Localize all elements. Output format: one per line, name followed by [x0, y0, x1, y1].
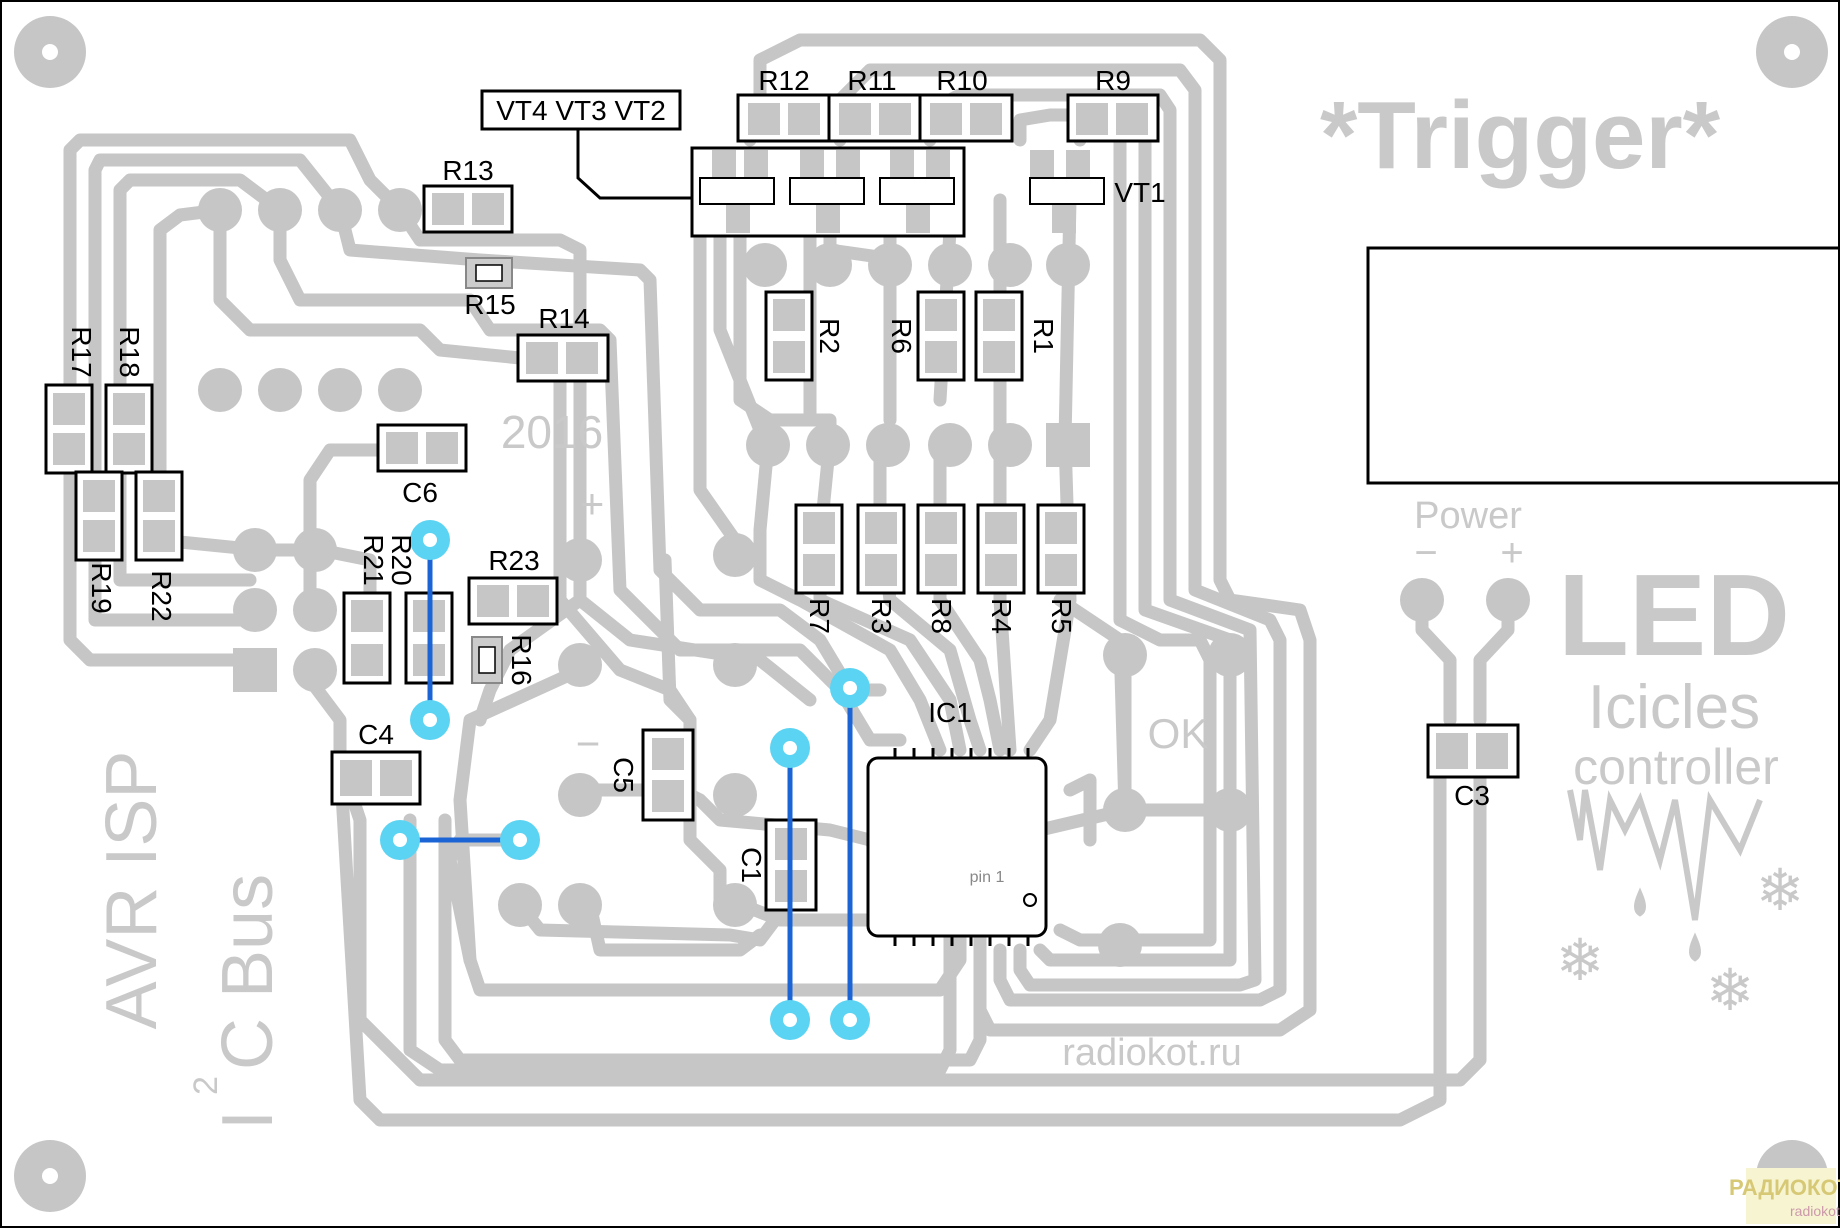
label-c4: C4	[358, 719, 394, 750]
snowflake-icons: ❄ ❄ ❄	[1556, 858, 1805, 1023]
label-vt1: VT1	[1114, 177, 1165, 208]
label-r6: R6	[886, 318, 917, 354]
label-r11: R11	[847, 65, 896, 96]
label-r23: R23	[488, 545, 539, 576]
label-r14: R14	[538, 303, 589, 334]
transistor-group-label: VT4 VT3 VT2	[496, 95, 666, 126]
label-r21: R21	[358, 534, 389, 585]
label-c5: C5	[608, 757, 639, 793]
snowflake-icon: ❄	[1756, 858, 1805, 923]
cap-plus-label: +	[580, 480, 605, 527]
smd-pads	[53, 103, 1508, 902]
jumper-wires	[380, 520, 870, 1040]
transistor-footprints	[576, 128, 1105, 238]
mounting-holes	[14, 16, 1828, 1212]
product-line3: controller	[1573, 739, 1779, 795]
small-resistors	[465, 257, 513, 684]
label-r18: R18	[114, 326, 145, 377]
site-label: radiokot.ru	[1062, 1032, 1242, 1074]
label-r9: R9	[1095, 65, 1131, 96]
designators: VT4 VT3 VT2 R12 R11 R10 R9 VT1 R13 R15 R…	[66, 65, 1490, 886]
label-r17: R17	[66, 326, 97, 377]
product-line1: LED	[1558, 550, 1790, 680]
pin1-label: pin 1	[970, 869, 1005, 886]
board-title: *Trigger*	[1320, 82, 1721, 189]
label-r1: R1	[1028, 318, 1059, 354]
label-r19: R19	[86, 562, 117, 613]
board-cutout	[1366, 246, 1838, 485]
year-label: 2016	[501, 406, 603, 458]
label-r3: R3	[866, 598, 897, 634]
label-r5: R5	[1046, 598, 1077, 634]
isp-label: AVR ISP	[92, 751, 172, 1030]
label-r16: R16	[506, 634, 537, 685]
label-ic1: IC1	[928, 697, 972, 728]
label-c3: C3	[1454, 780, 1490, 811]
watermark: РАДИОКОТ radiokot.ru	[1729, 1168, 1840, 1224]
label-c1: C1	[736, 847, 767, 883]
snowflake-icon: ❄	[1706, 958, 1755, 1023]
label-c6: C6	[402, 477, 438, 508]
label-r10: R10	[936, 65, 987, 96]
power-plus-label: +	[1500, 531, 1523, 575]
i2c-label-superscript: 2	[187, 1076, 225, 1095]
through-hole-pads	[198, 188, 1530, 967]
product-line2: Icicles	[1588, 673, 1760, 742]
label-r2: R2	[814, 318, 845, 354]
label-r15: R15	[464, 289, 515, 320]
icicles-artwork	[1567, 789, 1763, 962]
power-label: Power	[1414, 495, 1522, 537]
watermark-logo: РАДИОКОТ	[1729, 1175, 1840, 1200]
label-r20: R20	[386, 534, 417, 585]
i2c-label-prefix: I	[208, 1110, 288, 1130]
label-r4: R4	[986, 598, 1017, 634]
label-r22: R22	[146, 570, 177, 621]
silkscreen-text: *Trigger* 2016 radiokot.ru OK + − Power …	[92, 82, 1790, 1130]
i2c-label-suffix: C Bus	[208, 874, 288, 1070]
label-r12: R12	[758, 65, 809, 96]
power-minus-label: −	[1414, 531, 1437, 575]
snowflake-icon: ❄	[1556, 928, 1605, 993]
watermark-site: radiokot.ru	[1790, 1203, 1840, 1219]
cap-minus-label: −	[576, 720, 601, 767]
ok-label: OK	[1148, 710, 1209, 757]
label-r13: R13	[442, 155, 493, 186]
ic1-footprint	[866, 748, 1048, 946]
label-r7: R7	[804, 598, 835, 634]
label-r8: R8	[926, 598, 957, 634]
